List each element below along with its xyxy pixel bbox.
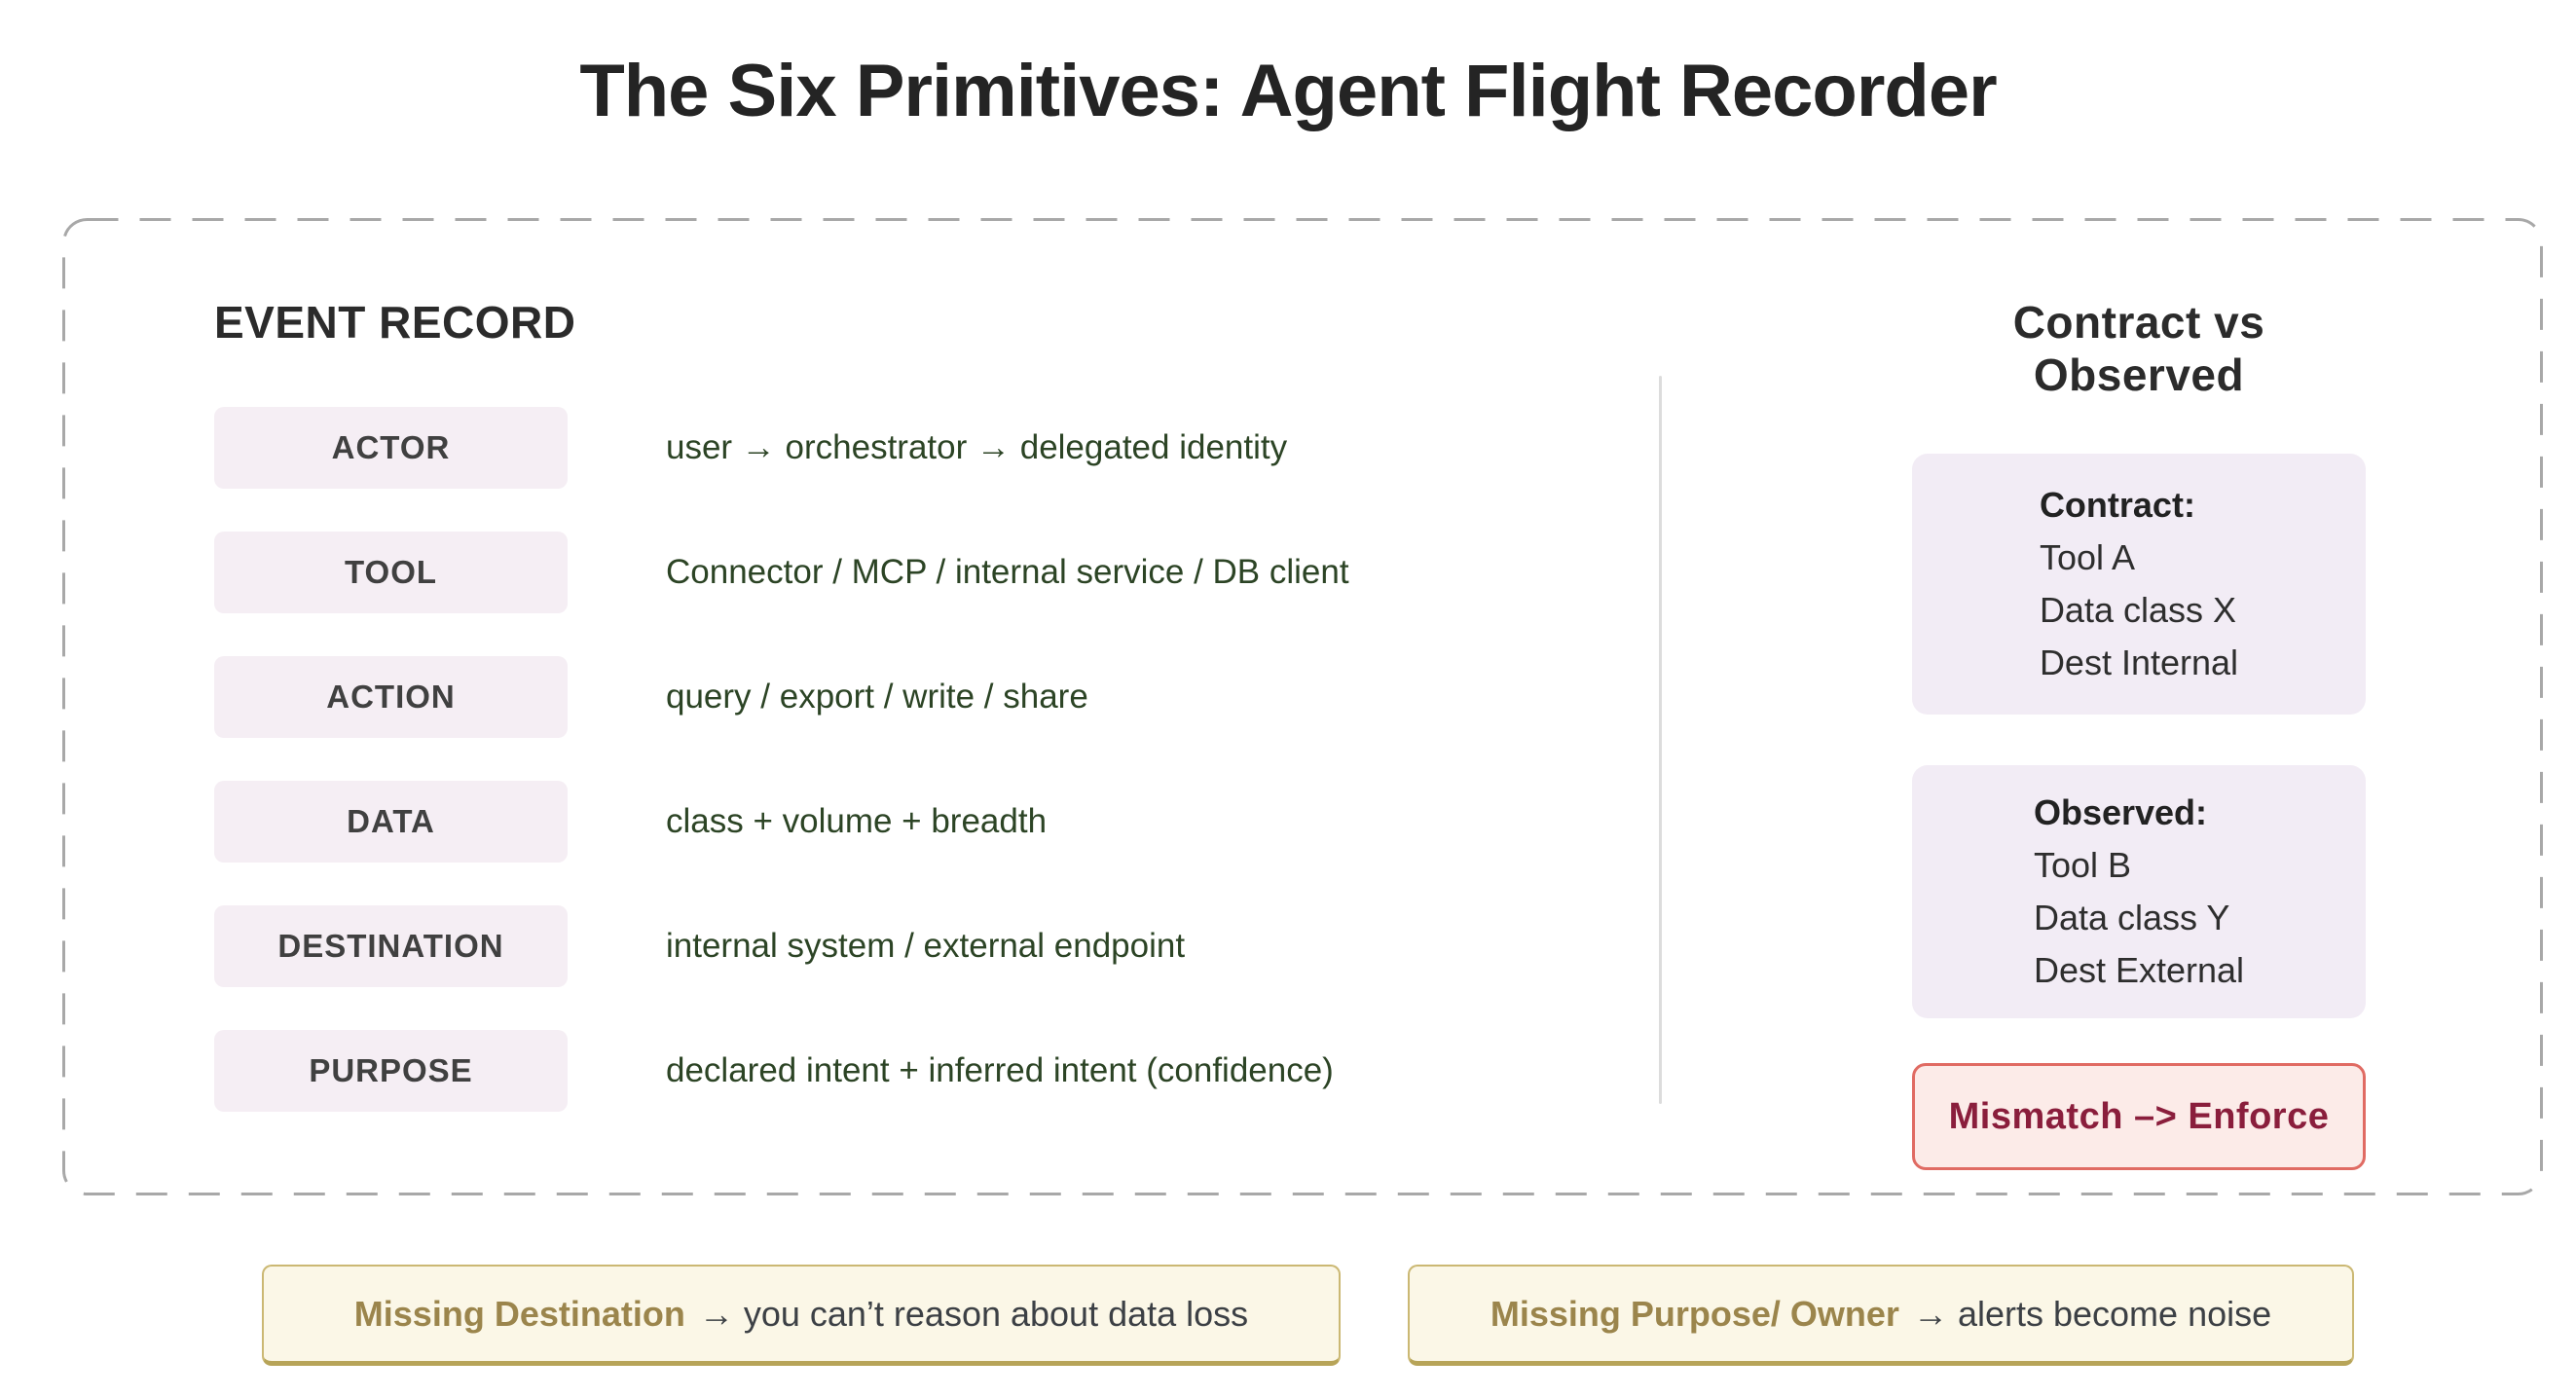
- callout-missing-purpose-owner-highlight: Missing Purpose/ Owner: [1490, 1293, 1899, 1334]
- contract-label: Contract:: [2039, 485, 2195, 525]
- primitive-row-purpose: PURPOSE declared intent + inferred inten…: [214, 1030, 1577, 1112]
- primitive-badge-actor: ACTOR: [214, 407, 568, 489]
- section-divider: [1659, 376, 1662, 1104]
- mismatch-enforce-badge: Mismatch –> Enforce: [1912, 1063, 2366, 1170]
- primitive-desc-tool: Connector / MCP / internal service / DB …: [666, 553, 1349, 591]
- callout-missing-purpose-owner: Missing Purpose/ Owner → alerts become n…: [1408, 1265, 2354, 1366]
- observed-line-data-class: Data class Y: [2033, 898, 2230, 937]
- contract-box-content: Contract: Tool A Data class X Dest Inter…: [2040, 479, 2238, 689]
- primitive-desc-action: query / export / write / share: [666, 678, 1088, 716]
- primitive-badge-data: DATA: [214, 781, 568, 863]
- callout-missing-destination-text: → you can’t reason about data loss: [698, 1293, 1249, 1334]
- primitive-desc-data: class + volume + breadth: [666, 802, 1048, 840]
- primitive-badge-action: ACTION: [214, 656, 568, 738]
- callout-missing-destination: Missing Destination → you can’t reason a…: [262, 1265, 1341, 1366]
- event-record-section: EVENT RECORD ACTOR user → orchestrator →…: [214, 296, 1577, 1155]
- primitive-badge-purpose: PURPOSE: [214, 1030, 568, 1112]
- primitive-badge-destination: DESTINATION: [214, 905, 568, 987]
- primitive-row-action: ACTION query / export / write / share: [214, 656, 1577, 738]
- primitive-desc-actor: user → orchestrator → delegated identity: [666, 428, 1288, 466]
- main-panel: EVENT RECORD ACTOR user → orchestrator →…: [62, 218, 2543, 1195]
- primitive-badge-tool: TOOL: [214, 532, 568, 613]
- dashed-border: [62, 218, 2543, 1195]
- contract-vs-observed-heading: Contract vs Observed: [2012, 297, 2265, 400]
- contract-observed-section: Contract vs Observed Contract: Tool A Da…: [1912, 296, 2366, 1170]
- primitive-rows: ACTOR user → orchestrator → delegated id…: [214, 407, 1577, 1112]
- contract-line-tool: Tool A: [2039, 537, 2136, 577]
- callout-missing-purpose-owner-text: → alerts become noise: [1912, 1293, 2272, 1334]
- contract-line-data-class: Data class X: [2039, 590, 2237, 630]
- primitive-desc-destination: internal system / external endpoint: [666, 927, 1186, 965]
- primitive-desc-purpose: declared intent + inferred intent (confi…: [666, 1051, 1334, 1089]
- contract-box: Contract: Tool A Data class X Dest Inter…: [1912, 454, 2366, 715]
- observed-line-destination: Dest External: [2033, 950, 2245, 990]
- contract-line-destination: Dest Internal: [2039, 643, 2239, 682]
- observed-label: Observed:: [2033, 792, 2208, 832]
- primitive-row-tool: TOOL Connector / MCP / internal service …: [214, 532, 1577, 613]
- event-record-heading: EVENT RECORD: [214, 297, 576, 348]
- observed-line-tool: Tool B: [2033, 845, 2132, 885]
- primitive-row-data: DATA class + volume + breadth: [214, 781, 1577, 863]
- callout-missing-destination-highlight: Missing Destination: [353, 1293, 685, 1334]
- observed-box-content: Observed: Tool B Data class Y Dest Exter…: [2034, 787, 2244, 997]
- observed-box: Observed: Tool B Data class Y Dest Exter…: [1912, 765, 2366, 1018]
- primitive-row-destination: DESTINATION internal system / external e…: [214, 905, 1577, 987]
- primitive-row-actor: ACTOR user → orchestrator → delegated id…: [214, 407, 1577, 489]
- page-title: The Six Primitives: Agent Flight Recorde…: [579, 50, 1997, 132]
